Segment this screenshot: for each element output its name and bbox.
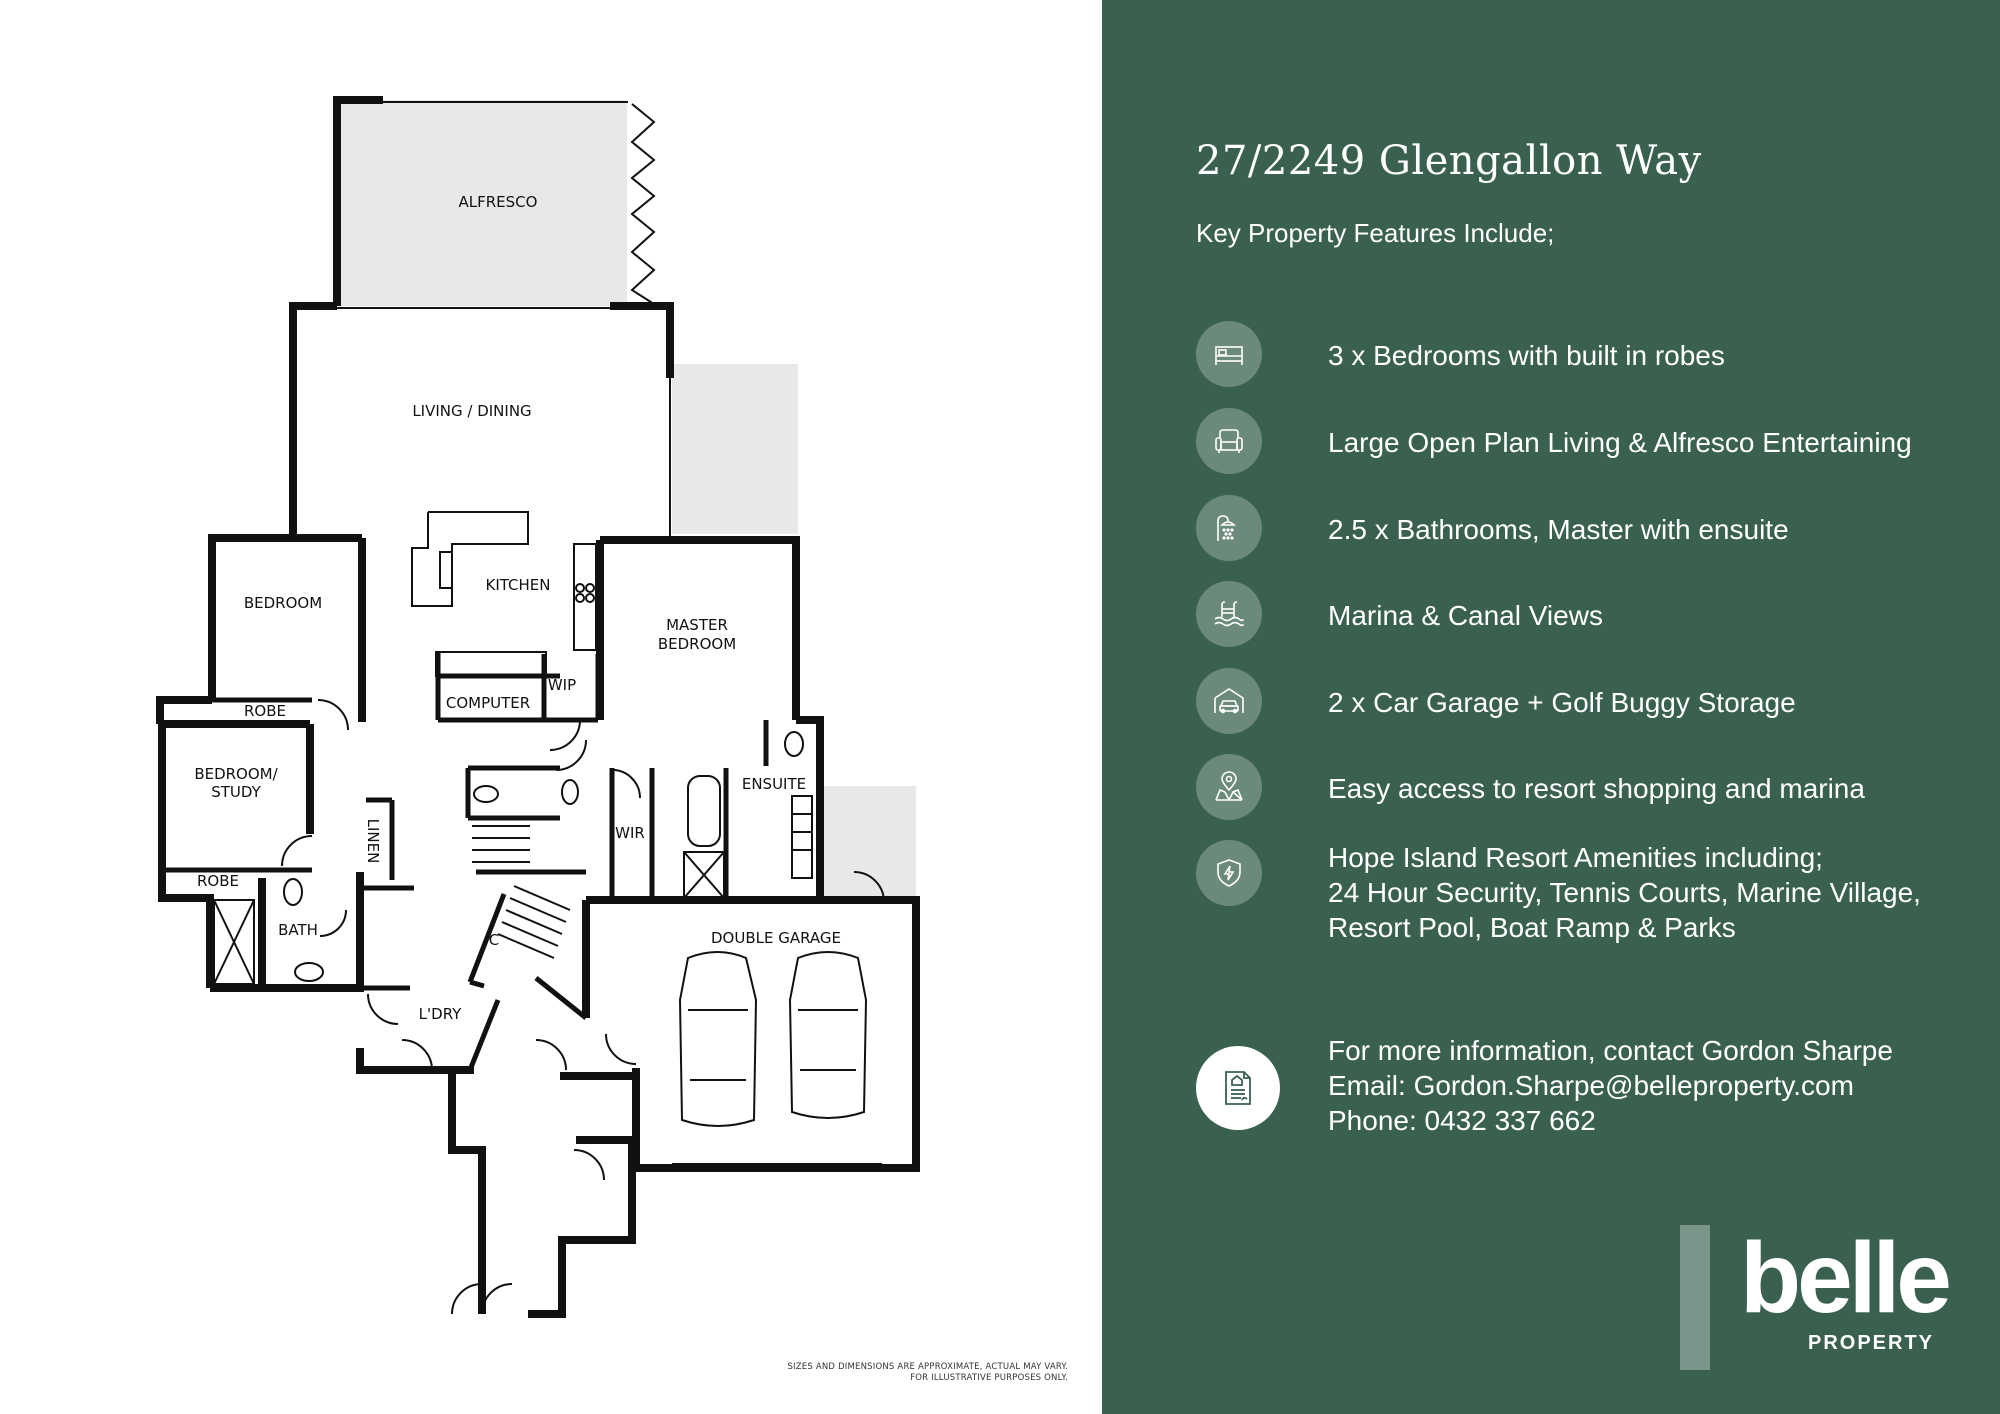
- amenities-line-3: Resort Pool, Boat Ramp & Parks: [1328, 912, 1736, 943]
- side-area: [820, 786, 916, 896]
- alfresco-area: [337, 100, 627, 306]
- contact-email[interactable]: Email: Gordon.Sharpe@belleproperty.com: [1328, 1070, 1854, 1101]
- contact-block: For more information, contact Gordon Sha…: [1196, 1033, 1976, 1143]
- plan-disclaimer: SIZES AND DIMENSIONS ARE APPROXIMATE, AC…: [728, 1362, 1068, 1384]
- feature-shopping: Easy access to resort shopping and marin…: [1196, 754, 1976, 824]
- room-label-bedroom: BEDROOM: [244, 594, 322, 612]
- floor-plan: ALFRESCO LIVING / DINING KITCHEN BEDROOM…: [156, 96, 1068, 1384]
- room-label-c: C: [489, 931, 499, 949]
- room-label-linen: LINEN: [364, 819, 382, 864]
- document-icon: [1196, 1046, 1280, 1130]
- pool-icon: [1196, 581, 1262, 647]
- info-panel: 27/2249 Glengallon Way Key Property Feat…: [1102, 0, 2000, 1414]
- feature-text: Marina & Canal Views: [1328, 600, 1603, 631]
- feature-garage: 2 x Car Garage + Golf Buggy Storage: [1196, 668, 1976, 738]
- logo-subtitle: PROPERTY: [1808, 1332, 1935, 1354]
- logo-bar: [1680, 1225, 1710, 1370]
- room-label-robe-bottom: ROBE: [197, 872, 239, 890]
- bed-icon: [1196, 321, 1262, 387]
- feature-living: Large Open Plan Living & Alfresco Entert…: [1196, 408, 1976, 478]
- room-label-robe-top: ROBE: [244, 702, 286, 720]
- room-label-alfresco: ALFRESCO: [459, 193, 538, 211]
- room-label-double-garage: DOUBLE GARAGE: [711, 929, 841, 947]
- feature-text: 2.5 x Bathrooms, Master with ensuite: [1328, 514, 1789, 545]
- room-label-wip: WIP: [548, 676, 576, 694]
- contact-line-1: For more information, contact Gordon Sha…: [1328, 1035, 1893, 1066]
- room-label-ensuite: ENSUITE: [742, 775, 806, 793]
- contact-text: For more information, contact Gordon Sha…: [1328, 1033, 1893, 1138]
- shield-icon: [1196, 840, 1262, 906]
- amenities-line-2: 24 Hour Security, Tennis Courts, Marine …: [1328, 877, 1921, 908]
- disclaimer-line-1: SIZES AND DIMENSIONS ARE APPROXIMATE, AC…: [787, 1362, 1068, 1372]
- armchair-icon: [1196, 408, 1262, 474]
- disclaimer-line-2: FOR ILLUSTRATIVE PURPOSES ONLY.: [910, 1373, 1068, 1383]
- room-label-wir: WIR: [615, 824, 645, 842]
- room-label-bedroom-study-2: STUDY: [211, 783, 261, 801]
- feature-bathrooms: 2.5 x Bathrooms, Master with ensuite: [1196, 495, 1976, 565]
- feature-amenities: Hope Island Resort Amenities including; …: [1196, 840, 1976, 960]
- room-label-bedroom-study-1: BEDROOM/: [194, 765, 278, 783]
- feature-text: 3 x Bedrooms with built in robes: [1328, 340, 1725, 371]
- shower-icon: [1196, 495, 1262, 561]
- map-pin-icon: [1196, 754, 1262, 820]
- room-label-computer: COMPUTER: [446, 694, 530, 712]
- floor-plan-drawing: ALFRESCO LIVING / DINING KITCHEN BEDROOM…: [156, 96, 920, 1318]
- room-label-bath: BATH: [278, 921, 318, 939]
- property-address: 27/2249 Glengallon Way: [1196, 138, 1702, 184]
- feature-bedrooms: 3 x Bedrooms with built in robes: [1196, 321, 1976, 391]
- amenities-line-1: Hope Island Resort Amenities including;: [1328, 842, 1823, 873]
- room-label-master-1: MASTER: [666, 616, 728, 634]
- logo-wordmark: belle: [1740, 1222, 1952, 1334]
- feature-text: Easy access to resort shopping and marin…: [1328, 773, 1865, 804]
- room-label-kitchen: KITCHEN: [486, 576, 551, 594]
- feature-text: 2 x Car Garage + Golf Buggy Storage: [1328, 687, 1796, 718]
- garage-icon: [1196, 668, 1262, 734]
- feature-text: Large Open Plan Living & Alfresco Entert…: [1328, 427, 1912, 458]
- fixtures: [213, 103, 885, 1315]
- room-label-master-2: BEDROOM: [658, 635, 736, 653]
- exterior-walls: [156, 96, 920, 1318]
- room-label-living-dining: LIVING / DINING: [412, 402, 531, 420]
- feature-views: Marina & Canal Views: [1196, 581, 1976, 651]
- deck-area: [672, 364, 798, 534]
- room-label-laundry: L'DRY: [419, 1005, 462, 1023]
- feature-text: Hope Island Resort Amenities including; …: [1328, 840, 1921, 945]
- features-subtitle: Key Property Features Include;: [1196, 218, 1555, 248]
- contact-phone[interactable]: Phone: 0432 337 662: [1328, 1105, 1596, 1136]
